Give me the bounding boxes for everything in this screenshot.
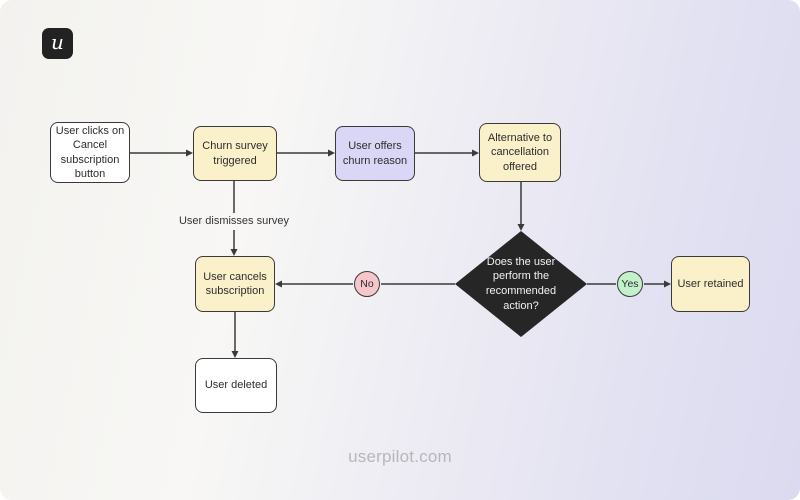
node-user-cancels-subscription: User cancels subscription bbox=[195, 256, 275, 312]
edge-start-to-churn-survey bbox=[130, 149, 193, 157]
decision-diamond bbox=[455, 231, 587, 337]
node-alternative-to-cancellation: Alternative to cancellation offered bbox=[479, 123, 561, 182]
node-user-deleted: User deleted bbox=[195, 358, 277, 413]
edge-churn-reason-to-alternative bbox=[415, 149, 479, 157]
node-user-offers-churn-reason: User offers churn reason bbox=[335, 126, 415, 181]
userpilot-logo: u bbox=[42, 28, 73, 59]
node-user-clicks-cancel: User clicks on Cancel subscription butto… bbox=[50, 122, 130, 183]
footer-watermark: userpilot.com bbox=[348, 447, 452, 466]
edge-churn-survey-to-cancels bbox=[230, 181, 238, 256]
edge-decision-to-retained bbox=[587, 280, 671, 288]
node-churn-survey-triggered: Churn survey triggered bbox=[193, 126, 277, 181]
edge-churn-survey-to-churn-reason bbox=[277, 149, 335, 157]
edge-label-user-dismisses-survey: User dismisses survey bbox=[178, 215, 290, 227]
edge-decision-to-cancels bbox=[275, 280, 455, 288]
edge-badge-no: No bbox=[354, 271, 380, 297]
edge-cancels-to-deleted bbox=[231, 312, 239, 358]
node-user-retained: User retained bbox=[671, 256, 750, 312]
edge-badge-yes: Yes bbox=[617, 271, 643, 297]
decision-diamond-label: Does the user perform the recommended ac… bbox=[485, 255, 557, 312]
userpilot-logo-letter: u bbox=[51, 30, 64, 54]
edge-alternative-to-decision bbox=[517, 182, 525, 231]
